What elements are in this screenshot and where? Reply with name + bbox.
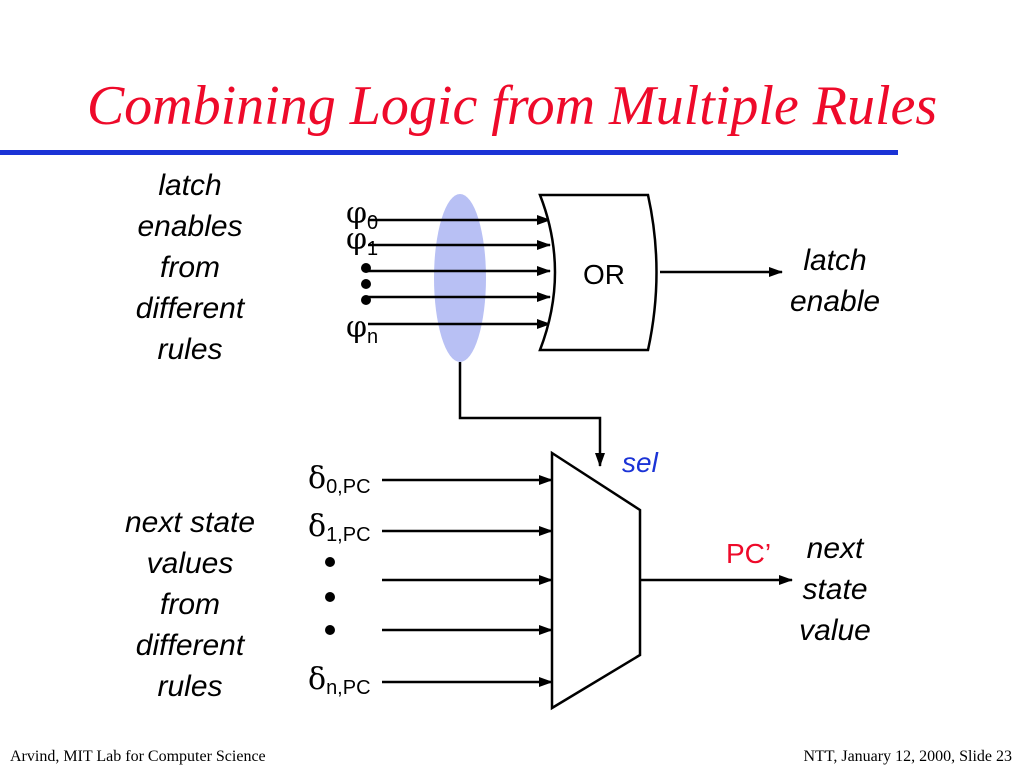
delta-subscript: n,PC [326, 677, 370, 699]
label-line: next [806, 532, 864, 565]
label-line: state [802, 573, 868, 606]
title-underline [0, 150, 898, 155]
pc-prime-label: PC’ [726, 538, 771, 569]
selection-ellipse [434, 194, 486, 362]
phi-1-label: φ1 [346, 222, 378, 260]
delta-0-label: δ0,PC [308, 461, 371, 498]
label-line: latch [158, 169, 222, 202]
ellipsis-dot [325, 625, 335, 635]
or-inputs [368, 215, 551, 329]
ellipsis-dot [361, 263, 371, 273]
label-line: different [135, 292, 245, 325]
phi-subscript: n [367, 326, 378, 348]
label-line: rules [157, 333, 223, 366]
ellipsis-dot [361, 295, 371, 305]
label-line: enables [137, 210, 243, 243]
label-line: latch [803, 244, 867, 277]
delta-symbol: δ [308, 461, 326, 496]
delta-1-label: δ1,PC [308, 509, 371, 546]
or-gate [538, 193, 658, 352]
slide-title: Combining Logic from Multiple Rules [86, 75, 938, 137]
label-line: from [160, 251, 220, 284]
latch-enable-output-label: latch enable [770, 240, 900, 322]
delta-subscript: 1,PC [326, 524, 370, 546]
phi-symbol: φ [346, 310, 367, 345]
sel-label: sel [622, 447, 659, 478]
next-state-values-label: next state values from different rules [90, 502, 290, 707]
label-line: values [146, 547, 234, 580]
or-gate-label: OR [583, 259, 625, 290]
next-state-value-label: next state value [770, 528, 900, 651]
label-line: rules [157, 670, 223, 703]
delta-symbol: δ [308, 509, 326, 544]
delta-symbol: δ [308, 662, 326, 697]
label-line: value [799, 614, 871, 647]
label-line: from [160, 588, 220, 621]
phi-symbol: φ [346, 196, 367, 231]
label-line: different [135, 629, 245, 662]
multiplexer [550, 450, 642, 711]
ellipsis-dot [325, 592, 335, 602]
sel-wire [458, 362, 605, 467]
label-line: next state [124, 506, 256, 539]
ellipsis-dot [361, 279, 371, 289]
mux-inputs [382, 475, 553, 687]
label-line: enable [789, 285, 881, 318]
footer-right: NTT, January 12, 2000, Slide 23 [803, 748, 1012, 765]
phi-symbol: φ [346, 222, 367, 257]
phi-subscript: 0 [367, 212, 378, 234]
phi-n-label: φn [346, 310, 378, 348]
footer-left: Arvind, MIT Lab for Computer Science [10, 748, 266, 765]
phi-subscript: 1 [367, 238, 378, 260]
delta-subscript: 0,PC [326, 476, 370, 498]
ellipsis-dot [325, 557, 335, 567]
phi-0-label: φ0 [346, 196, 378, 234]
delta-n-label: δn,PC [308, 662, 371, 699]
latch-enables-label: latch enables from different rules [90, 165, 290, 370]
